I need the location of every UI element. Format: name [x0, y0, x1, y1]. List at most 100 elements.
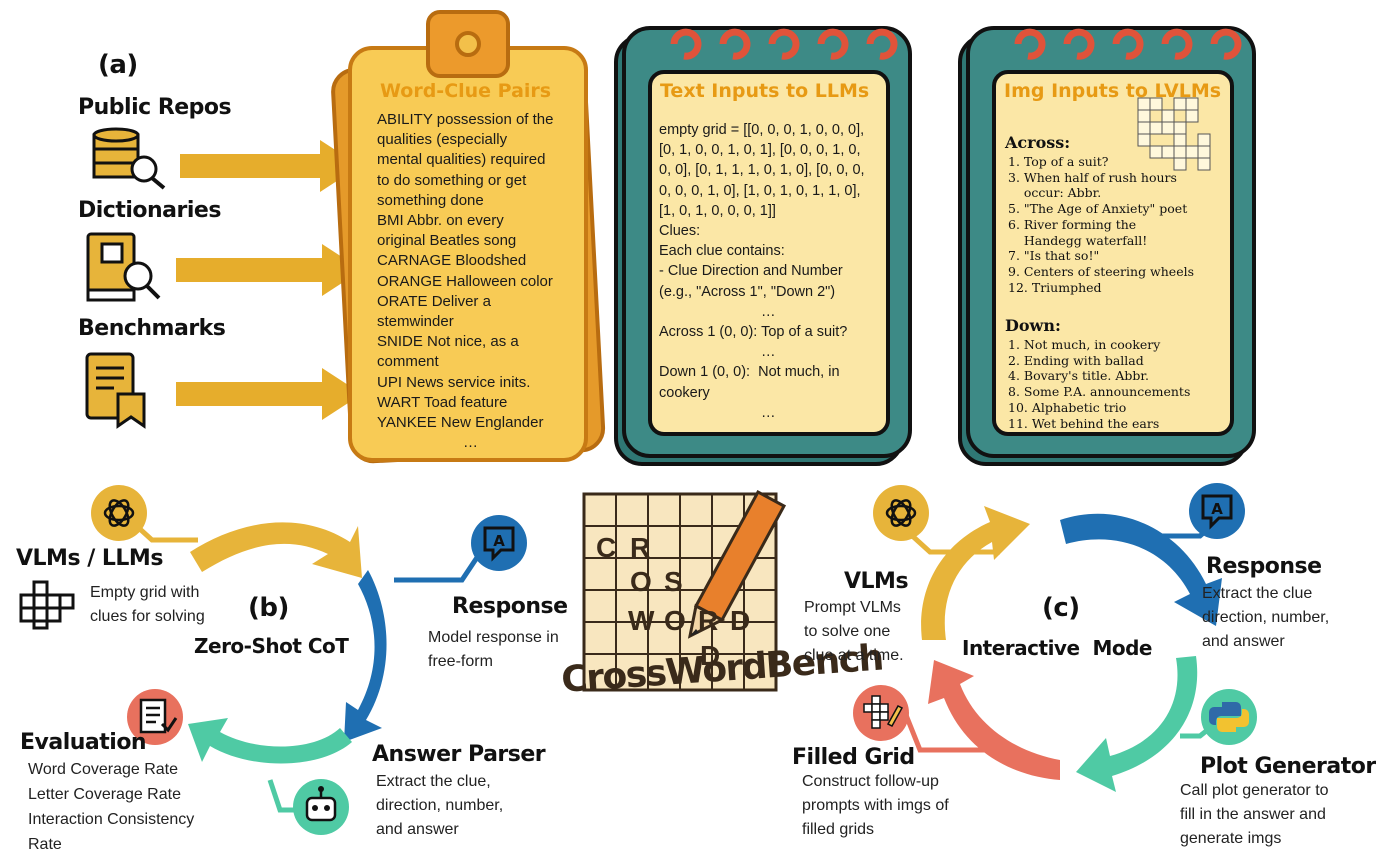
- across-clue: 12. Triumphed: [1008, 279, 1102, 295]
- word-clue-line: ORANGE Halloween color: [377, 272, 553, 290]
- vlms-desc: Prompt VLMs to solve one clue at a time.: [804, 596, 904, 668]
- across-clue: Handegg waterfall!: [1008, 232, 1148, 248]
- crossword-letter: O: [630, 566, 652, 597]
- text-input-line: cookery: [659, 384, 710, 401]
- down-heading: Down:: [1005, 316, 1061, 335]
- word-clue-line: YANKEE New Englander: [377, 414, 544, 432]
- word-clue-line: to do something or get: [377, 171, 527, 189]
- crossword-letter: C: [596, 532, 617, 563]
- word-clue-line: UPI News service inits.: [377, 373, 531, 391]
- text-input-line: 0, 0], [0, 1, 1, 1, 0, 1, 0], [0, 0, 0,: [659, 162, 865, 179]
- down-clue: 10. Alphabetic trio: [1008, 399, 1127, 415]
- parser-desc-line: and answer: [376, 821, 459, 838]
- down-clue: 8. Some P.A. announcements: [1008, 384, 1191, 400]
- word-clue-line: …: [463, 434, 478, 452]
- parser-title: Answer Parser: [372, 742, 546, 767]
- text-input-line: …: [761, 404, 776, 421]
- panel-c-label: (c): [1042, 593, 1080, 623]
- vlms-desc-line: clue at a time.: [804, 647, 904, 664]
- eval-title: Evaluation: [20, 730, 147, 755]
- crossword-letter: O: [664, 605, 686, 636]
- text-input-line: …: [761, 303, 776, 320]
- grid-icon: [19, 580, 75, 630]
- response-b-desc: Model response in free-form: [428, 626, 559, 674]
- word-clue-line: stemwinder: [377, 313, 454, 331]
- response-c-desc-line: and answer: [1202, 633, 1285, 650]
- vlms-title: VLMs: [844, 569, 909, 594]
- text-input-line: [0, 1, 0, 0, 1, 0, 1], [0, 0, 0, 1, 0,: [659, 142, 861, 159]
- models-desc-line: Empty grid with: [90, 584, 200, 601]
- eval-desc-line: Word Coverage Rate: [28, 761, 178, 778]
- word-clue-title: Word-Clue Pairs: [380, 80, 552, 102]
- text-input-line: …: [761, 344, 776, 361]
- eval-desc-line: Interaction Consistency: [28, 811, 195, 828]
- across-clue: 7. "Is that so!": [1008, 248, 1100, 264]
- pencil-icon: [687, 489, 787, 639]
- vlms-desc-line: to solve one: [804, 623, 891, 640]
- crossword-letter: S: [664, 566, 683, 597]
- down-clue: 4. Bovary's title. Abbr.: [1008, 368, 1149, 384]
- across-clue: occur: Abbr.: [1008, 185, 1102, 201]
- filled-desc: Construct follow-up prompts with imgs of…: [802, 770, 949, 842]
- crossword-letter: D: [730, 605, 751, 636]
- word-clue-line: SNIDE Not nice, as a: [377, 333, 519, 351]
- database-search-icon: [92, 127, 166, 190]
- plot-desc-line: generate imgs: [1180, 830, 1282, 847]
- word-clue-line: BMI Abbr. on every: [377, 212, 504, 230]
- text-input-line: empty grid = [[0, 0, 0, 1, 0, 0, 0],: [659, 122, 865, 138]
- plot-desc: Call plot generator to fill in the answe…: [1180, 779, 1329, 851]
- vlms-desc-line: Prompt VLMs: [804, 599, 901, 616]
- plot-title: Plot Generator: [1200, 754, 1376, 779]
- response-c-desc-line: direction, number,: [1202, 609, 1330, 626]
- eval-desc-line: Letter Coverage Rate: [28, 786, 181, 803]
- text-input-line: - Clue Direction and Number: [659, 263, 843, 280]
- plot-desc-line: Call plot generator to: [1180, 782, 1329, 799]
- across-clue: 9. Centers of steering wheels: [1008, 263, 1195, 279]
- response-b-title: Response: [452, 594, 568, 619]
- text-input-line: 0, 0, 0, 1, 0], [1, 0, 1, 0, 1, 1, 0],: [659, 182, 861, 199]
- text-inputs-list: empty grid = [[0, 0, 0, 1, 0, 0, 0], [0,…: [659, 120, 884, 423]
- img-notebook-bg: [958, 26, 1256, 466]
- word-clue-line: comment: [377, 353, 439, 371]
- dictionary-search-icon: [86, 232, 161, 302]
- word-clue-line: qualities (especially: [377, 131, 508, 149]
- arrows-to-word-clue: [176, 140, 362, 420]
- word-clue-line: ORATE Deliver a: [377, 292, 491, 310]
- models-desc: Empty grid with clues for solving: [90, 581, 205, 629]
- eval-desc-line: Rate: [28, 836, 62, 853]
- down-clue: 1. Not much, in cookery: [1008, 337, 1161, 352]
- parser-desc-line: Extract the clue,: [376, 773, 491, 790]
- across-clue: 5. "The Age of Anxiety" poet: [1008, 201, 1188, 217]
- response-c-desc-line: Extract the clue: [1202, 585, 1313, 602]
- word-clue-line: WART Toad feature: [377, 393, 508, 411]
- crossword-letter: R: [630, 532, 651, 563]
- text-input-line: Clues:: [659, 223, 701, 240]
- filled-desc-line: Construct follow-up: [802, 773, 939, 790]
- source-benchmarks: Benchmarks: [78, 316, 226, 341]
- across-heading: Across:: [1005, 133, 1071, 152]
- filled-grid-icon: [853, 685, 909, 741]
- down-clue: 2. Ending with ballad: [1008, 352, 1144, 368]
- word-clue-line: mental qualities) required: [377, 151, 546, 169]
- word-clue-line: something done: [377, 191, 484, 209]
- document-bookmark-icon: [85, 352, 146, 429]
- response-b-desc-line: free-form: [428, 653, 493, 670]
- across-clues: 1. Top of a suit? 3. When half of rush h…: [1008, 154, 1194, 295]
- panel-a-label: (a): [98, 50, 138, 80]
- svg-text:A: A: [493, 532, 505, 550]
- down-clues: 1. Not much, in cookery 2. Ending with b…: [1008, 337, 1190, 431]
- python-icon: [1201, 689, 1257, 745]
- parser-desc: Extract the clue, direction, number, and…: [376, 770, 503, 842]
- response-b-desc-line: Model response in: [428, 629, 559, 646]
- checklist-icon: [127, 689, 183, 745]
- text-input-line: Each clue contains:: [659, 243, 785, 260]
- text-input-line: (e.g., "Across 1", "Down 2"): [659, 283, 836, 300]
- svg-text:A: A: [1211, 500, 1223, 518]
- filled-desc-line: prompts with imgs of: [802, 797, 949, 814]
- crossword-letter: W: [628, 605, 655, 636]
- text-input-line: Down 1 (0, 0): Not much, in: [659, 364, 840, 381]
- eval-desc: Word Coverage Rate Letter Coverage Rate …: [28, 757, 194, 857]
- text-input-line: Across 1 (0, 0): Top of a suit?: [659, 324, 848, 341]
- plot-desc-line: fill in the answer and: [1180, 806, 1326, 823]
- chat-a-icon: A: [471, 515, 527, 571]
